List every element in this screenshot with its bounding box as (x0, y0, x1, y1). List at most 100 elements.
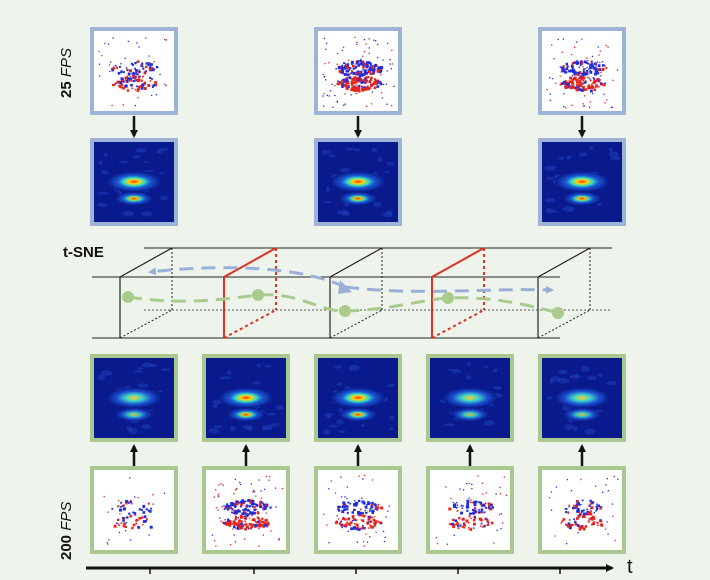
event-dot (240, 500, 244, 503)
event-dot (577, 510, 580, 513)
event-dot (470, 512, 473, 515)
event-dot (262, 520, 265, 523)
event-dot (470, 499, 472, 501)
heat-noise (544, 198, 556, 203)
event-dot (129, 514, 133, 518)
event-dot (493, 542, 495, 544)
event-dot (135, 519, 137, 522)
event-dot (376, 506, 380, 510)
event-dot (131, 63, 134, 66)
event-dot (352, 67, 355, 70)
event-dot (136, 88, 139, 91)
event-dot (363, 70, 367, 74)
event-dot (381, 97, 383, 99)
event-dot (390, 68, 392, 70)
heat-noise (564, 424, 574, 431)
event-dot (148, 510, 152, 513)
event-dot (341, 83, 345, 87)
heat-noise (123, 210, 134, 217)
event-dot (577, 502, 581, 506)
event-dot (481, 511, 483, 514)
event-dot (565, 107, 567, 109)
event-dot (566, 63, 569, 66)
event-dot (376, 508, 379, 511)
event-dot (362, 515, 365, 518)
heat-blob-lower (227, 407, 265, 422)
event-dot (238, 501, 241, 504)
event-dot (477, 475, 479, 477)
event-dot (136, 42, 138, 44)
event-dot (133, 74, 135, 76)
event-dot (472, 518, 476, 522)
event-dot (265, 504, 268, 507)
event-dot (147, 83, 149, 86)
event-dot (585, 80, 587, 82)
event-dot (324, 63, 326, 65)
event-dot (601, 68, 605, 72)
event-dot (352, 78, 355, 81)
event-dot (357, 86, 361, 90)
heat-noise (566, 155, 572, 160)
event-dot (368, 80, 371, 84)
event-dot (359, 508, 362, 511)
event-dot (580, 504, 582, 506)
event-dot (255, 504, 258, 507)
heat-noise (581, 365, 590, 372)
event-dot (577, 85, 580, 89)
event-dot (228, 520, 232, 523)
event-dot (592, 522, 595, 526)
event-dot (238, 519, 241, 523)
event-dot (258, 519, 261, 522)
event-dot (268, 479, 270, 481)
event-dot (264, 488, 266, 491)
event-dot (362, 525, 364, 527)
event-dot (499, 493, 502, 495)
event-dot (147, 509, 150, 512)
event-dot (463, 523, 466, 525)
event-dot (142, 67, 145, 70)
heat-noise (128, 428, 138, 434)
event-dot (582, 105, 585, 107)
event-dot (456, 506, 458, 509)
event-dot (474, 509, 477, 512)
top-event-frame (90, 27, 178, 115)
event-dot (475, 510, 478, 514)
event-dot (130, 502, 133, 505)
event-dot (274, 487, 277, 489)
event-dot (377, 80, 380, 83)
event-dot (353, 526, 357, 530)
heat-noise (371, 147, 377, 153)
event-dot (582, 103, 584, 105)
event-dot (361, 526, 364, 529)
event-dot (227, 518, 230, 521)
event-dot (482, 503, 486, 507)
event-dot (377, 66, 381, 70)
event-dot (266, 524, 269, 527)
event-dot (122, 518, 124, 520)
event-dot (346, 63, 349, 66)
event-dot (345, 81, 348, 85)
event-dot (581, 499, 584, 502)
event-dot (135, 80, 137, 82)
event-dot (322, 73, 324, 76)
event-dot (334, 85, 336, 87)
event-dot (354, 89, 358, 92)
event-dot (235, 527, 237, 529)
event-dot (354, 509, 357, 511)
event-dot (578, 83, 581, 87)
event-dot (245, 514, 249, 517)
event-dot (559, 66, 562, 68)
heat-noise (324, 412, 334, 417)
event-dot (374, 67, 376, 69)
event-dot (385, 516, 387, 518)
event-dot (483, 511, 486, 514)
bottom-heatmap (202, 354, 290, 442)
event-dot (469, 501, 472, 504)
event-dot (371, 68, 374, 71)
event-dot (571, 62, 574, 65)
event-dot (134, 88, 137, 91)
event-dot (342, 501, 346, 505)
event-dot (356, 541, 358, 543)
event-dot (134, 69, 138, 72)
event-dot (343, 503, 347, 507)
